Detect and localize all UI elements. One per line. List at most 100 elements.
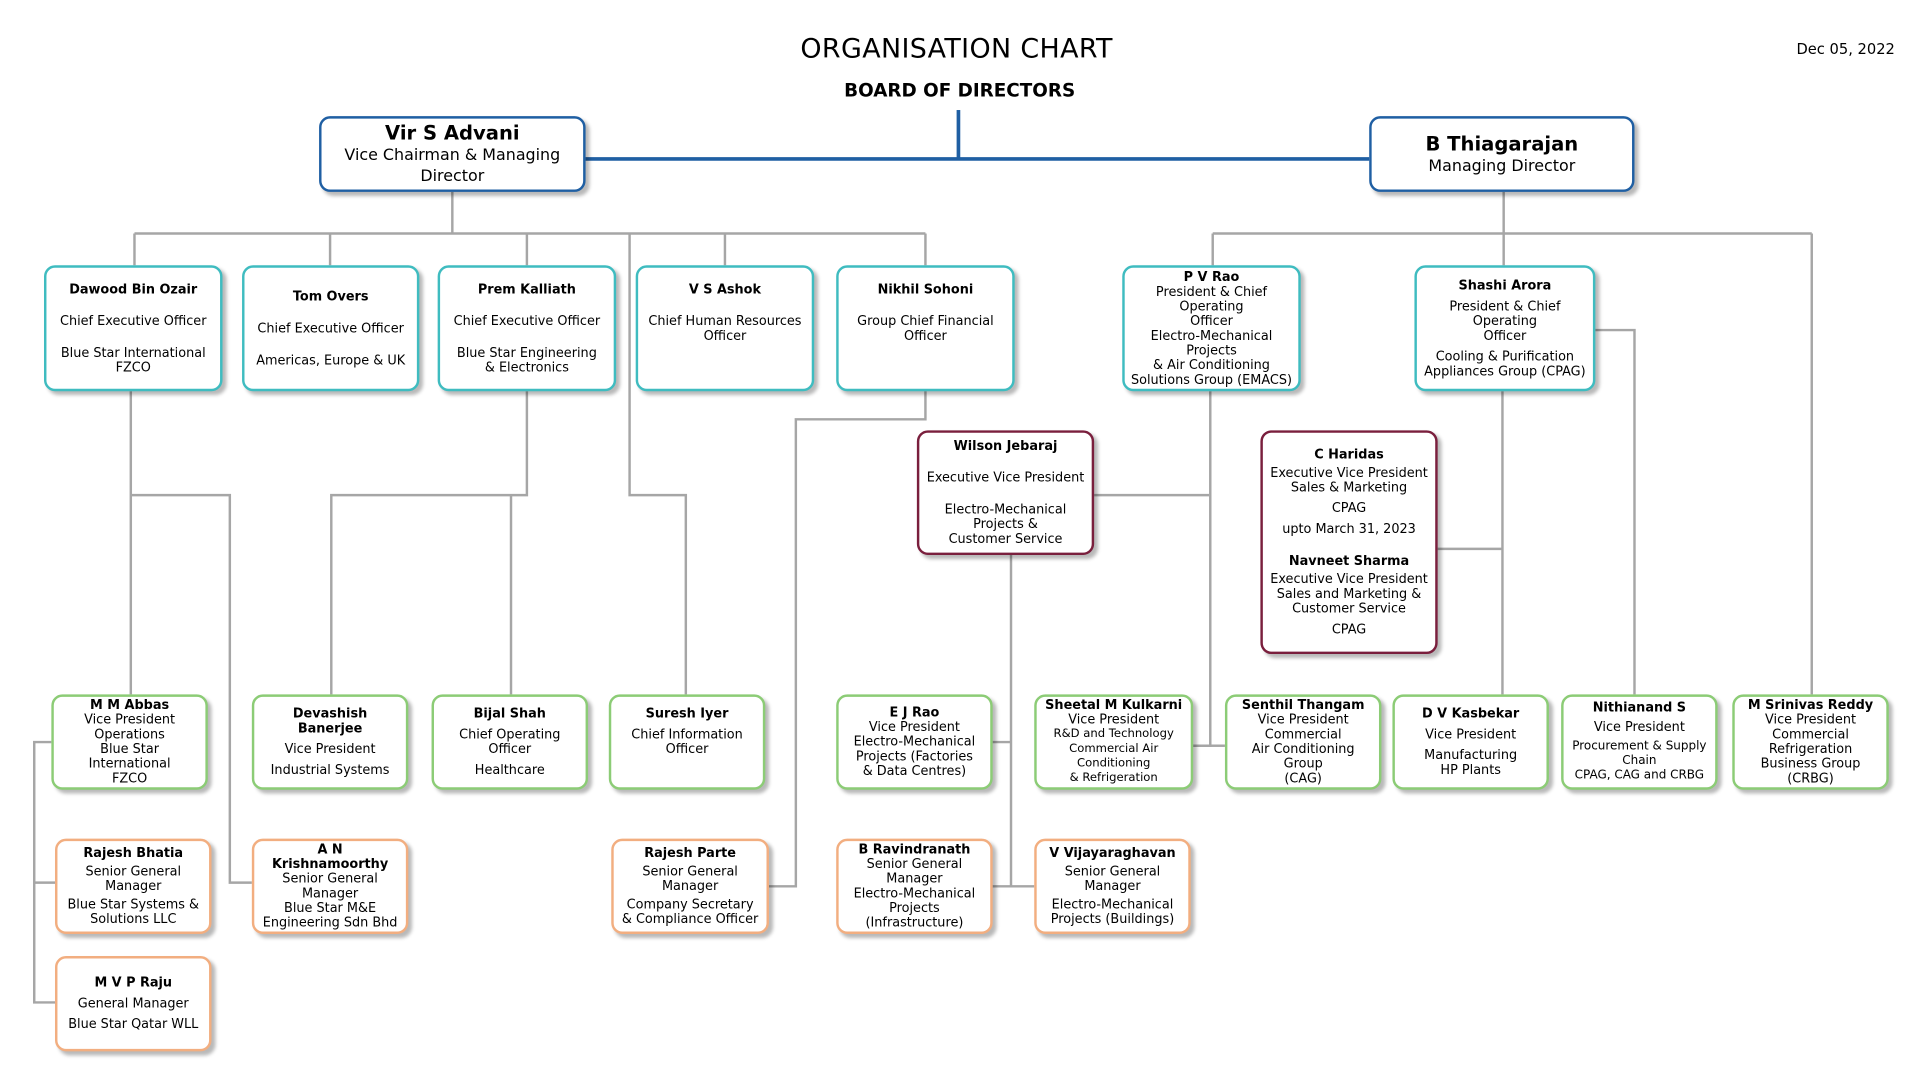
node-line: Blue Star International [88,742,171,772]
node-rajesh-parte: Rajesh Parte Senior General Manager Comp… [611,838,769,934]
node-title: Executive Vice President [926,470,1085,486]
node-name: Nithianand S [1592,700,1687,716]
node-line: R&D and Technology [1053,727,1174,741]
node-name: Wilson Jebaraj [953,438,1058,454]
node-unit: Appliances Group (CPAG) [1424,363,1586,379]
node-name: Suresh Iyer [645,706,729,722]
node-wilson-jebaraj: Wilson Jebaraj Executive Vice President … [916,430,1095,556]
node-unit: Cooling & Purification [1435,349,1575,364]
node-title: Vice President [1765,712,1857,728]
node-unit: CPAG [1331,622,1367,637]
node-unit: Business Group (CRBG) [1760,756,1861,787]
node-name: Devashish Banerjee [292,706,368,736]
node-devashish-banerjee: Devashish Banerjee Vice President Indust… [251,694,409,790]
node-unit: & Compliance Officer [621,911,759,927]
node-unit: Blue Star M&E [284,900,377,916]
node-unit: Solutions Group (EMACS) [1130,372,1293,387]
node-name: A N Krishnamoorthy [271,842,389,872]
node-line: FZCO [111,771,148,787]
node-name: Rajesh Bhatia [83,845,184,861]
node-unit: CPAG, CAG and CRBG [1574,768,1705,783]
node-unit: Manufacturing [1424,748,1518,763]
node-title: Chief Human Resources [648,314,802,329]
node-unit: Electro-Mechanical Projects & [944,502,1067,532]
node-unit: Blue Star Engineering [456,345,597,361]
node-unit: Blue Star Systems & [67,897,200,912]
node-line: (CAG) [1284,771,1322,787]
node-name: D V Kasbekar [1422,706,1520,722]
node-name: V Vijayaraghavan [1049,845,1176,861]
node-rajesh-bhatia: Rajesh Bhatia Senior General Manager Blu… [55,838,212,934]
node-senthil-thangam: Senthil Thangam Vice President Commercia… [1224,694,1382,790]
node-unit: Industrial Systems [270,762,390,778]
node-unit: Customer Service [948,531,1063,547]
node-title: Executive Vice President [1270,465,1428,481]
node-title: Vice President [1593,720,1685,735]
board-of-directors-label: BOARD OF DIRECTORS [844,79,1076,102]
node-unit: CPAG [1331,501,1367,516]
node-line: & Refrigeration [1069,771,1158,785]
node-line: Air Conditioning Group [1251,742,1355,772]
node-title: Vice President [1425,727,1517,743]
node-unit: Blue Star Qatar WLL [68,1017,199,1032]
node-line: Operations [94,727,165,743]
node-line: Vice President [1068,712,1160,728]
node-unit: Projects (Infrastructure) [865,900,964,931]
node-title: Officer [703,328,747,344]
node-title: President & Chief Operating [1449,298,1561,329]
node-line: Projects (Factories [855,749,973,765]
node-title: Chief Executive Officer [453,313,601,329]
node-title: Managing Director [1428,157,1576,176]
node-name: Nikhil Sohoni [877,282,974,298]
node-unit: Company Secretary [626,897,754,912]
node-title: Senior General Manager [642,864,738,894]
node-name: Shashi Arora [1458,278,1552,293]
node-name: C Haridas [1314,447,1384,463]
node-unit: Blue Star International FZCO [60,345,206,375]
node-line: Vice President [868,720,960,735]
node-nikhil-sohoni: Nikhil Sohoni Group Chief Financial Offi… [836,265,1015,392]
node-name: P V Rao [1183,269,1240,285]
node-note: upto March 31, 2023 [1282,522,1416,537]
node-name: M Srinivas Reddy [1747,698,1874,713]
node-title: Officer [904,328,947,344]
node-unit: Projects (Buildings) [1050,911,1175,927]
node-unit: Commercial Refrigeration [1768,727,1853,757]
node-p-v-rao: P V Rao President & Chief Operating Offi… [1122,265,1301,392]
node-unit: Solutions LLC [90,911,177,927]
node-title: Chief Executive Officer [257,320,404,336]
node-sheetal-m-kulkarni: Sheetal M Kulkarni Vice President R&D an… [1034,694,1194,790]
node-name: V S Ashok [688,282,762,298]
node-line: Vice President [84,712,176,728]
node-a-n-krishnamoorthy: A N Krishnamoorthy Senior General Manage… [251,838,409,934]
node-m-srinivas-reddy: M Srinivas Reddy Vice President Commerci… [1732,694,1889,790]
node-title: Officer [665,742,709,757]
node-title: Senior General Manager [85,864,182,894]
node-title: Sales and Marketing & [1276,586,1422,602]
node-name: Dawood Bin Ozair [69,281,198,297]
node-name: Navneet Sharma [1288,553,1410,569]
chart-date: Dec 05, 2022 [1796,40,1895,58]
node-unit: Electro-Mechanical [853,886,976,901]
node-name: Rajesh Parte [644,845,737,861]
node-vir-s-advani: Vir S Advani Vice Chairman & Managing Di… [319,116,586,192]
node-name: Prem Kalliath [477,281,576,297]
node-e-j-rao: E J Rao Vice President Electro-Mechanica… [836,694,993,790]
node-v-vijayaraghavan: V Vijayaraghavan Senior General Manager … [1034,838,1191,934]
node-c-haridas-navneet-sharma: C Haridas Executive Vice President Sales… [1260,430,1438,655]
node-unit: Electro-Mechanical Projects [1150,328,1273,358]
node-title: Chief Executive Officer [59,313,207,329]
node-name: Sheetal M Kulkarni [1045,698,1183,713]
node-m-v-p-raju: M V P Raju General Manager Blue Star Qat… [55,955,212,1052]
node-unit: Americas, Europe & UK [256,352,406,368]
node-title: Customer Service [1292,601,1406,617]
node-name: Vir S Advani [385,121,520,145]
node-title: Senior General Manager [282,871,378,901]
node-title: Officer [1483,328,1527,343]
node-line: Commercial [1264,727,1342,743]
node-title: Group Chief Financial [857,314,994,329]
node-unit: Engineering Sdn Bhd [262,915,398,931]
node-title: General Manager [77,996,189,1012]
node-unit: & Air Conditioning [1153,357,1270,373]
